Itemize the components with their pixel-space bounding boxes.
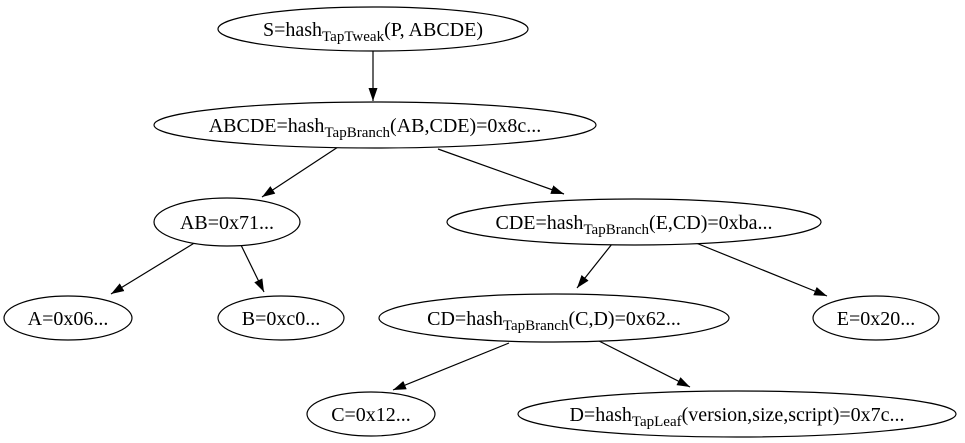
node-D-label: D=hashTapLeaf(version,size,script)=0x7c.… [569, 404, 904, 430]
node-CDE-label-main: CDE=hash [495, 212, 583, 234]
node-ABCDE-label: ABCDE=hashTapBranch(AB,CDE)=0x8c... [209, 115, 542, 141]
edge-ABCDE-AB [261, 146, 339, 198]
node-A: A=0x06... [3, 295, 133, 341]
node-E: E=0x20... [812, 295, 940, 341]
node-S-label-rest: (P, ABCDE) [384, 19, 483, 41]
node-B-label: B=0xc0... [242, 308, 321, 330]
node-CDE-label: CDE=hashTapBranch(E,CD)=0xba... [495, 212, 772, 238]
node-C-label-main: C=0x12... [331, 404, 411, 426]
node-B-label-main: B=0xc0... [242, 308, 321, 330]
node-CD-label-main: CD=hash [427, 308, 503, 330]
node-ABCDE-label-sub: TapBranch [324, 125, 390, 141]
node-A-label-main: A=0x06... [28, 308, 109, 330]
node-C-ellipse [306, 391, 436, 437]
node-AB-label: AB=0x71... [180, 212, 274, 234]
node-ABCDE-label-main: ABCDE=hash [209, 115, 325, 137]
node-D-label-sub: TapLeaf [632, 414, 682, 430]
node-C-label: C=0x12... [331, 404, 411, 426]
edge-ABCDE-CDE [437, 148, 565, 195]
node-E-label: E=0x20... [837, 308, 916, 330]
node-B-ellipse [217, 295, 345, 341]
node-S: S=hashTapTweak(P, ABCDE) [217, 6, 529, 52]
edge-AB-A [110, 241, 197, 295]
node-CDE-label-rest: (E,CD)=0xba... [649, 212, 772, 234]
node-A-label: A=0x06... [28, 308, 109, 330]
node-CD: CD=hashTapBranch(C,D)=0x62... [378, 293, 730, 343]
node-E-label-main: E=0x20... [837, 308, 916, 330]
node-AB: AB=0x71... [153, 197, 301, 247]
node-CDE-label-sub: TapBranch [583, 222, 649, 238]
edge-CD-C [392, 342, 510, 391]
node-CD-label-sub: TapBranch [503, 318, 569, 334]
node-C: C=0x12... [306, 391, 436, 437]
node-CD-ellipse [378, 293, 730, 343]
node-S-label-main: S=hash [263, 19, 322, 41]
node-D-label-main: D=hash [569, 404, 631, 426]
edge-AB-B [239, 242, 265, 293]
node-A-ellipse [3, 295, 133, 341]
node-S-label-sub: TapTweak [322, 29, 385, 45]
node-CD-label: CD=hashTapBranch(C,D)=0x62... [427, 308, 681, 334]
node-AB-label-main: AB=0x71... [180, 212, 274, 234]
node-D-label-rest: (version,size,script)=0x7c... [682, 404, 905, 426]
node-CDE: CDE=hashTapBranch(E,CD)=0xba... [446, 198, 822, 246]
node-ABCDE-ellipse [153, 101, 597, 149]
node-CD-label-rest: (C,D)=0x62... [568, 308, 680, 330]
node-ABCDE: ABCDE=hashTapBranch(AB,CDE)=0x8c... [153, 101, 597, 149]
node-E-ellipse [812, 295, 940, 341]
node-D-ellipse [517, 390, 957, 438]
node-D: D=hashTapLeaf(version,size,script)=0x7c.… [517, 390, 957, 438]
node-AB-ellipse [153, 197, 301, 247]
node-S-ellipse [217, 6, 529, 52]
node-B: B=0xc0... [217, 295, 345, 341]
node-ABCDE-label-rest: (AB,CDE)=0x8c... [390, 115, 541, 137]
node-S-label: S=hashTapTweak(P, ABCDE) [263, 19, 483, 45]
edge-CDE-E [695, 242, 828, 297]
edge-CD-D [598, 340, 691, 388]
node-CDE-ellipse [446, 198, 822, 246]
edge-CDE-CD [576, 243, 613, 289]
